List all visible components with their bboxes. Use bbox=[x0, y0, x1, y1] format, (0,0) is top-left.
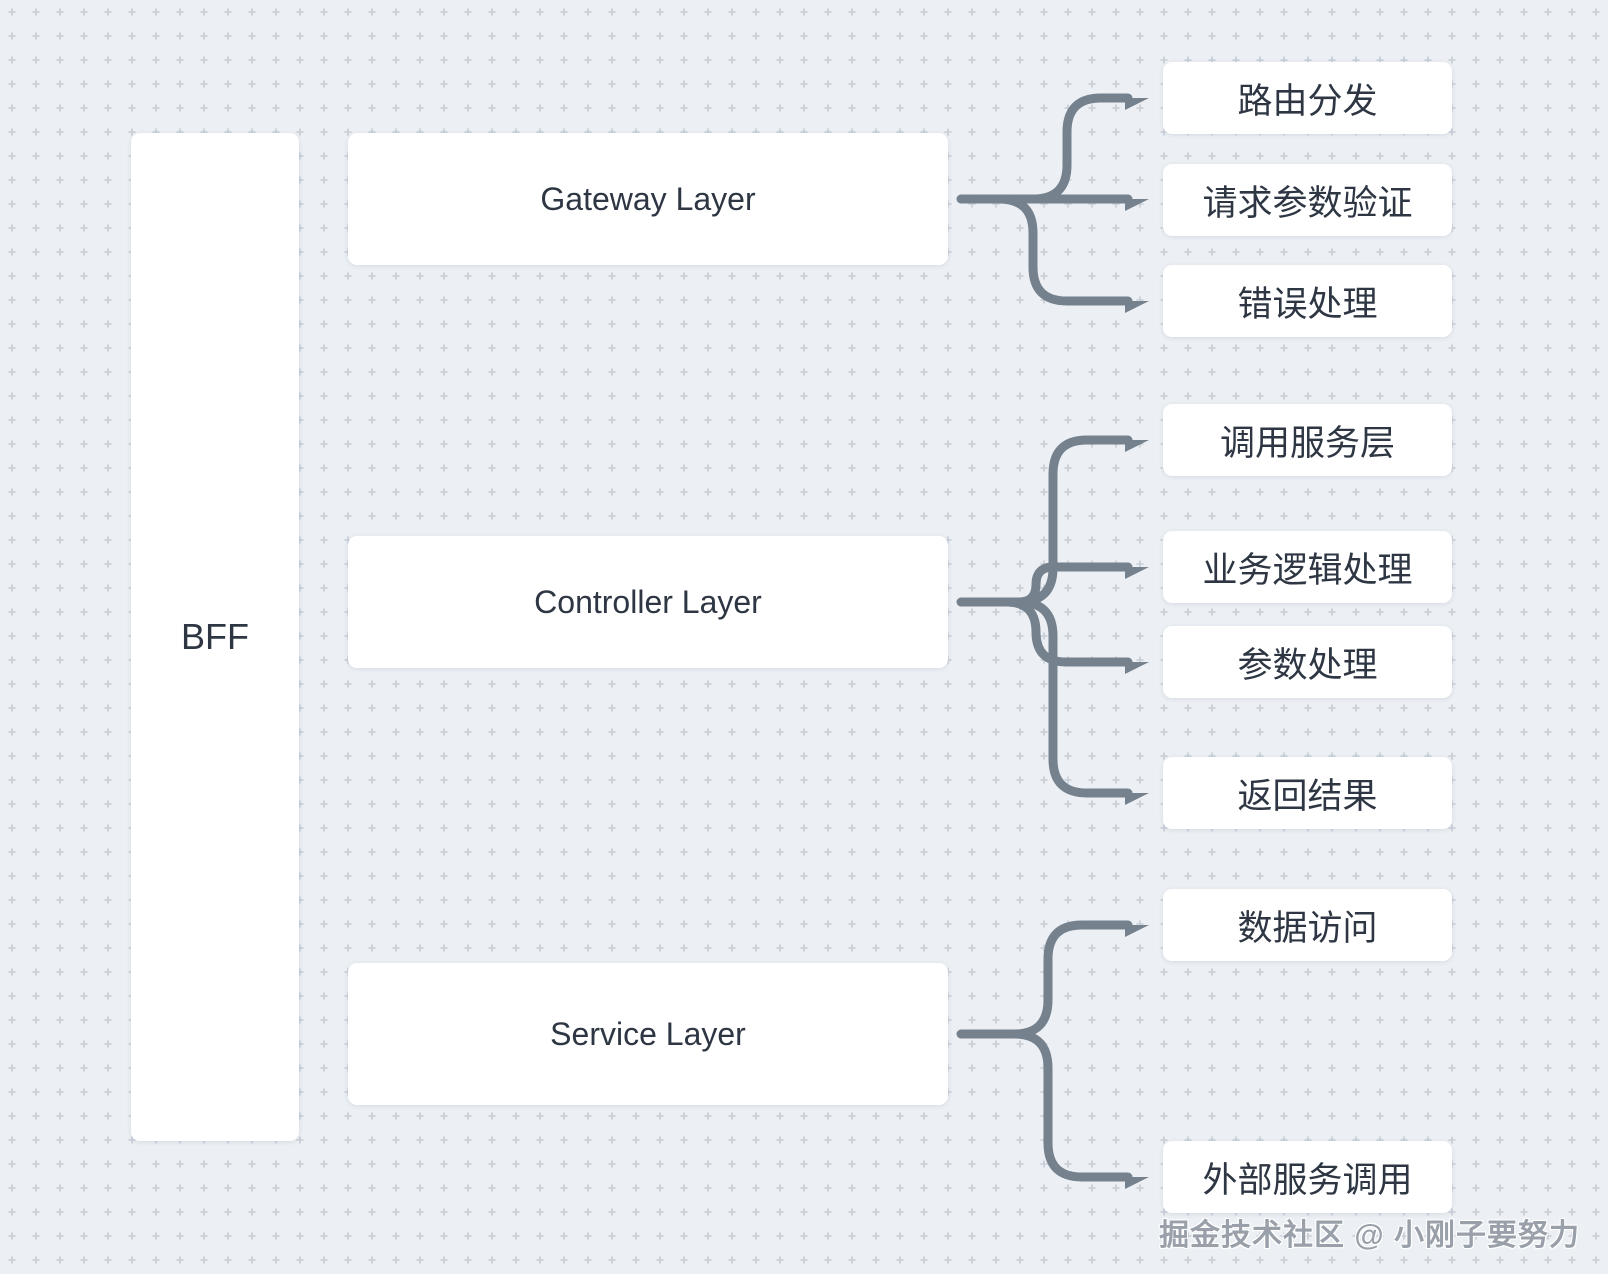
node-controller-layer-label: Controller Layer bbox=[534, 583, 762, 620]
connector-path bbox=[970, 1029, 1128, 1177]
node-gateway-layer: Gateway Layer bbox=[348, 133, 948, 265]
node-call-service-layer-label: 调用服务层 bbox=[1219, 423, 1395, 463]
connector-path bbox=[970, 194, 1128, 301]
node-route-dispatch-label: 路由分发 bbox=[1237, 81, 1378, 121]
connector-arrows bbox=[956, 93, 1128, 1177]
node-bff: BFF bbox=[131, 133, 299, 1141]
node-request-param-validation: 请求参数验证 bbox=[1163, 164, 1452, 236]
node-request-param-validation-label: 请求参数验证 bbox=[1202, 183, 1413, 223]
node-param-handling-label: 参数处理 bbox=[1237, 645, 1378, 685]
node-service-layer-label: Service Layer bbox=[550, 1015, 746, 1052]
node-return-result-label: 返回结果 bbox=[1237, 776, 1378, 816]
node-bff-label: BFF bbox=[181, 616, 249, 657]
node-external-service-call: 外部服务调用 bbox=[1163, 1141, 1452, 1213]
watermark: 掘金技术社区 @ 小刚子要努力 bbox=[1159, 1219, 1580, 1252]
node-external-service-call-label: 外部服务调用 bbox=[1202, 1160, 1413, 1200]
node-data-access-label: 数据访问 bbox=[1237, 908, 1378, 948]
node-gateway-layer-label: Gateway Layer bbox=[540, 180, 756, 217]
node-controller-layer: Controller Layer bbox=[348, 536, 948, 668]
node-call-service-layer: 调用服务层 bbox=[1163, 404, 1452, 476]
node-service-layer: Service Layer bbox=[348, 963, 948, 1105]
node-param-handling: 参数处理 bbox=[1163, 626, 1452, 698]
node-business-logic-handling: 业务逻辑处理 bbox=[1163, 531, 1452, 603]
connector-path bbox=[970, 597, 1128, 793]
node-error-handling-label: 错误处理 bbox=[1237, 284, 1378, 324]
node-route-dispatch: 路由分发 bbox=[1163, 62, 1452, 134]
node-data-access: 数据访问 bbox=[1163, 889, 1452, 961]
node-return-result: 返回结果 bbox=[1163, 757, 1452, 829]
node-business-logic-handling-label: 业务逻辑处理 bbox=[1202, 550, 1413, 590]
node-error-handling: 错误处理 bbox=[1163, 265, 1452, 337]
